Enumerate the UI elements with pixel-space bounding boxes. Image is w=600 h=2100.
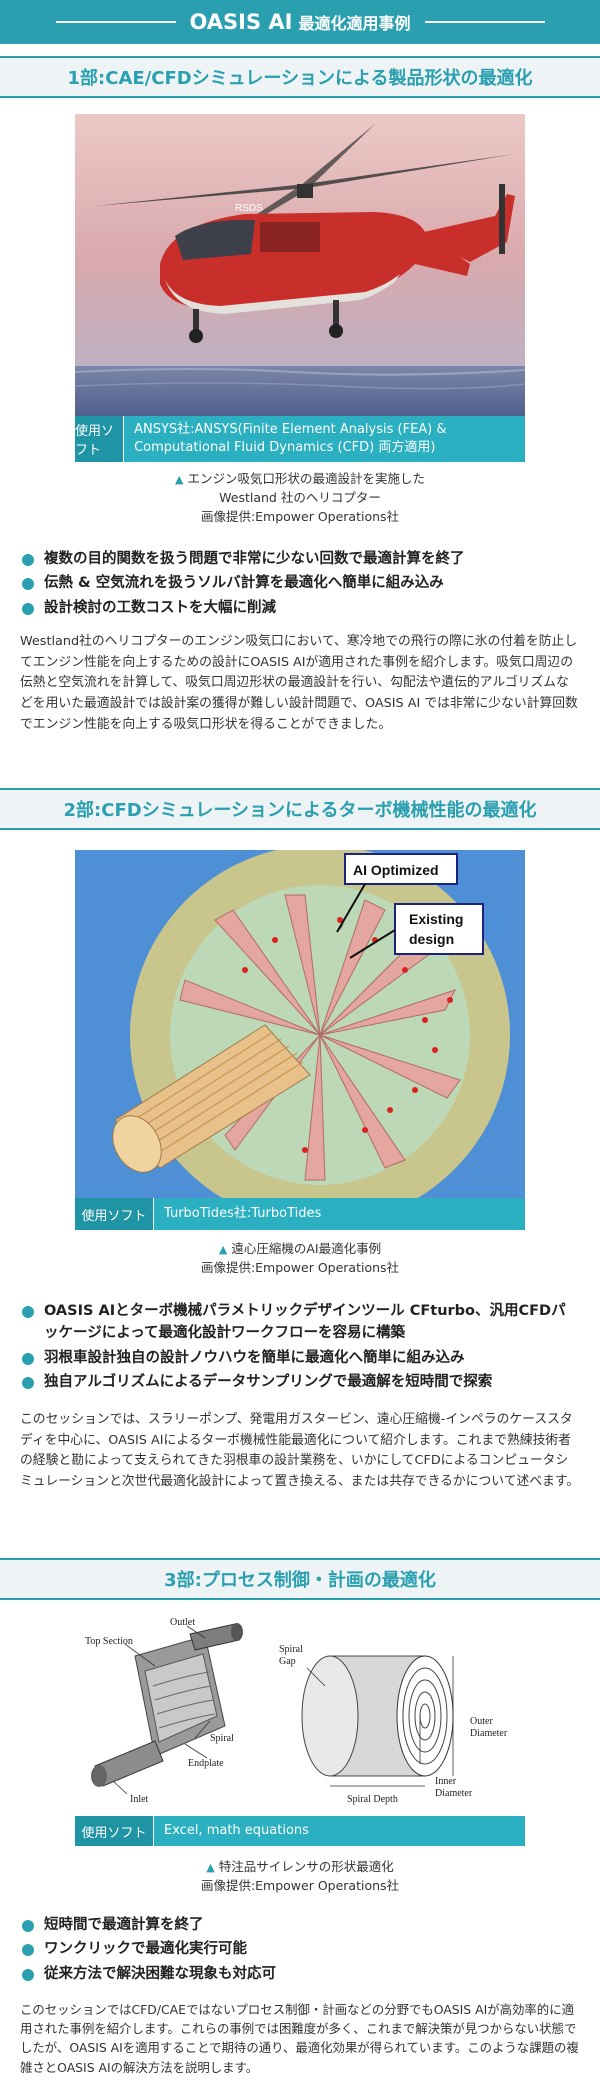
section3-body: このセッションではCFD/CAEではないプロセス制御・計画などの分野でもOASI… (20, 2002, 579, 2075)
page-banner: OASIS AI 最適化適用事例 (0, 0, 600, 44)
ai-optimized-label: AI Optimized (353, 862, 439, 878)
triangle-up-icon: ▲ (175, 473, 184, 486)
section2-software-bar: 使用ソフト TurboTides社:TurboTides (75, 1198, 525, 1230)
list-item: ワンクリックで最適化実行可能 (20, 1938, 580, 1960)
section1-bullets: 複数の目的関数を扱う問題で非常に少ない回数で最適計算を終了 伝熱 & 空気流れを… (20, 548, 580, 621)
banner-line-left (55, 21, 176, 23)
list-item: 羽根車設計独自の設計ノウハウを簡単に最適化へ簡単に組み込み (20, 1347, 580, 1369)
list-item: 独自アルゴリズムによるデータサンプリングで最適解を短時間で探索 (20, 1371, 580, 1393)
list-item: 伝熱 & 空気流れを扱うソルバ計算を最適化へ簡単に組み込み (20, 572, 580, 594)
list-item: OASIS AIとターボ機械パラメトリックデザインツール CFturbo、汎用C… (20, 1300, 580, 1345)
bullet-text: 従来方法で解決困難な現象も対応可 (44, 1965, 276, 1982)
outlet-label: Outlet (170, 1617, 195, 1628)
section1-header: 1部:CAE/CFDシミュレーションによる製品形状の最適化 (0, 56, 600, 98)
bullet-dot-icon (22, 1352, 34, 1365)
existing-design-label-line1: Existing (409, 911, 463, 927)
section2-bullets: OASIS AIとターボ機械パラメトリックデザインツール CFturbo、汎用C… (20, 1300, 580, 1396)
section3-caption: ▲特注品サイレンサの形状最適化 画像提供:Empower Operations社 (0, 1858, 600, 1896)
existing-design-label-line2: design (409, 931, 454, 947)
spiral-gap-label-line1: Spiral (279, 1644, 303, 1655)
bullet-text: 伝熱 & 空気流れを扱うソルバ計算を最適化へ簡単に組み込み (44, 575, 444, 592)
section2-caption-credit: 画像提供:Empower Operations社 (200, 1259, 400, 1275)
section2-caption: ▲遠心圧縮機のAI最適化事例 画像提供:Empower Operations社 (0, 1240, 600, 1278)
spiral-label: Spiral (210, 1733, 234, 1744)
inner-diameter-label-line1: Inner (435, 1776, 457, 1787)
section3-software-label: 使用ソフト (75, 1816, 154, 1846)
outer-diameter-label-line1: Outer (470, 1716, 493, 1727)
section3-bullets: 短時間で最適計算を終了 ワンクリックで最適化実行可能 従来方法で解決困難な現象も… (20, 1914, 580, 1987)
bullet-text: 羽根車設計独自の設計ノウハウを簡単に最適化へ簡単に組み込み (44, 1349, 465, 1366)
section1-body: Westland社のヘリコプターのエンジン吸気口において、寒冷地での飛行の際に氷… (20, 634, 578, 732)
section1-caption-line1: エンジン吸気口形状の最適設計を実施した (187, 471, 425, 486)
bullet-dot-icon (22, 1968, 34, 1981)
bullet-dot-icon (22, 1306, 34, 1318)
bullet-text: OASIS AIとターボ機械パラメトリックデザインツール CFturbo、汎用C… (44, 1303, 566, 1342)
banner-title-main: OASIS AI (189, 10, 293, 34)
section1-software-value: ANSYS社:ANSYS(Finite Element Analysis (FE… (134, 422, 447, 455)
bullet-dot-icon (22, 1377, 34, 1390)
helicopter-illustration: RSDS (75, 114, 525, 416)
section2-header: 2部:CFDシミュレーションによるターボ機械性能の最適化 (0, 788, 600, 830)
inlet-label: Inlet (130, 1794, 149, 1805)
section1-software-label: 使用ソフト (75, 416, 125, 462)
bullet-dot-icon (22, 602, 34, 615)
endplate-label: Endplate (188, 1758, 224, 1769)
impeller-illustration: AI Optimized Existing design (75, 850, 525, 1198)
bullet-dot-icon (22, 578, 34, 591)
section3-caption-credit: 画像提供:Empower Operations社 (200, 1877, 400, 1893)
outer-diameter-label-line2: Diameter (470, 1728, 508, 1739)
banner-title-sub: 最適化適用事例 (298, 14, 411, 33)
bullet-text: 独自アルゴリズムによるデータサンプリングで最適解を短時間で探索 (44, 1374, 493, 1391)
section3-header: 3部:プロセス制御・計画の最適化 (0, 1558, 600, 1600)
list-item: 設計検討の工数コストを大幅に削減 (20, 597, 580, 619)
triangle-up-icon: ▲ (206, 1861, 215, 1874)
bullet-text: 短時間で最適計算を終了 (44, 1917, 204, 1933)
bullet-text: 設計検討の工数コストを大幅に削減 (44, 599, 276, 616)
helicopter-image: RSDS (75, 114, 525, 416)
section2-body: このセッションでは、スラリーポンプ、発電用ガスタービン、遠心圧縮機-インペラのケ… (20, 1412, 580, 1490)
section3-software-value: Excel, math equations (164, 1823, 309, 1839)
banner-line-right (424, 21, 545, 23)
bullet-text: ワンクリックで最適化実行可能 (44, 1941, 247, 1958)
spiral-depth-label: Spiral Depth (347, 1794, 398, 1805)
section2-caption-line1: 遠心圧縮機のAI最適化事例 (231, 1241, 382, 1256)
bullet-dot-icon (22, 554, 34, 566)
inner-diameter-label-line2: Diameter (435, 1788, 473, 1799)
triangle-up-icon: ▲ (218, 1243, 228, 1256)
section1-caption-credit: 画像提供:Empower Operations社 (200, 508, 400, 524)
spiral-gap-label-line2: Gap (279, 1656, 296, 1667)
list-item: 複数の目的関数を扱う問題で非常に少ない回数で最適計算を終了 (20, 548, 580, 570)
impeller-image: AI Optimized Existing design (75, 850, 525, 1198)
list-item: 短時間で最適計算を終了 (20, 1914, 580, 1936)
section1-caption-line2: Westland 社のヘリコプター (219, 489, 381, 505)
silencer-image: Top Section Outlet Spiral Endplate Inlet… (75, 1616, 525, 1814)
bullet-dot-icon (22, 1920, 34, 1932)
section1-caption: ▲エンジン吸気口形状の最適設計を実施した Westland 社のヘリコプター 画… (0, 470, 600, 526)
top-section-label: Top Section (85, 1636, 133, 1647)
section1-software-bar: 使用ソフト ANSYS社:ANSYS(Finite Element Analys… (75, 416, 525, 462)
list-item: 従来方法で解決困難な現象も対応可 (20, 1963, 580, 1985)
section2-software-label: 使用ソフト (75, 1198, 154, 1230)
silencer-diagram: Top Section Outlet Spiral Endplate Inlet… (85, 1617, 508, 1805)
section3-software-bar: 使用ソフト Excel, math equations (75, 1816, 525, 1846)
section2-software-value: TurboTides社:TurboTides (164, 1206, 322, 1222)
section3-caption-line1: 特注品サイレンサの形状最適化 (218, 1859, 394, 1874)
helicopter-tail-marking: RSDS (235, 203, 263, 214)
banner-title: OASIS AI 最適化適用事例 (190, 10, 411, 34)
bullet-text: 複数の目的関数を扱う問題で非常に少ない回数で最適計算を終了 (44, 551, 465, 567)
bullet-dot-icon (22, 1944, 34, 1957)
